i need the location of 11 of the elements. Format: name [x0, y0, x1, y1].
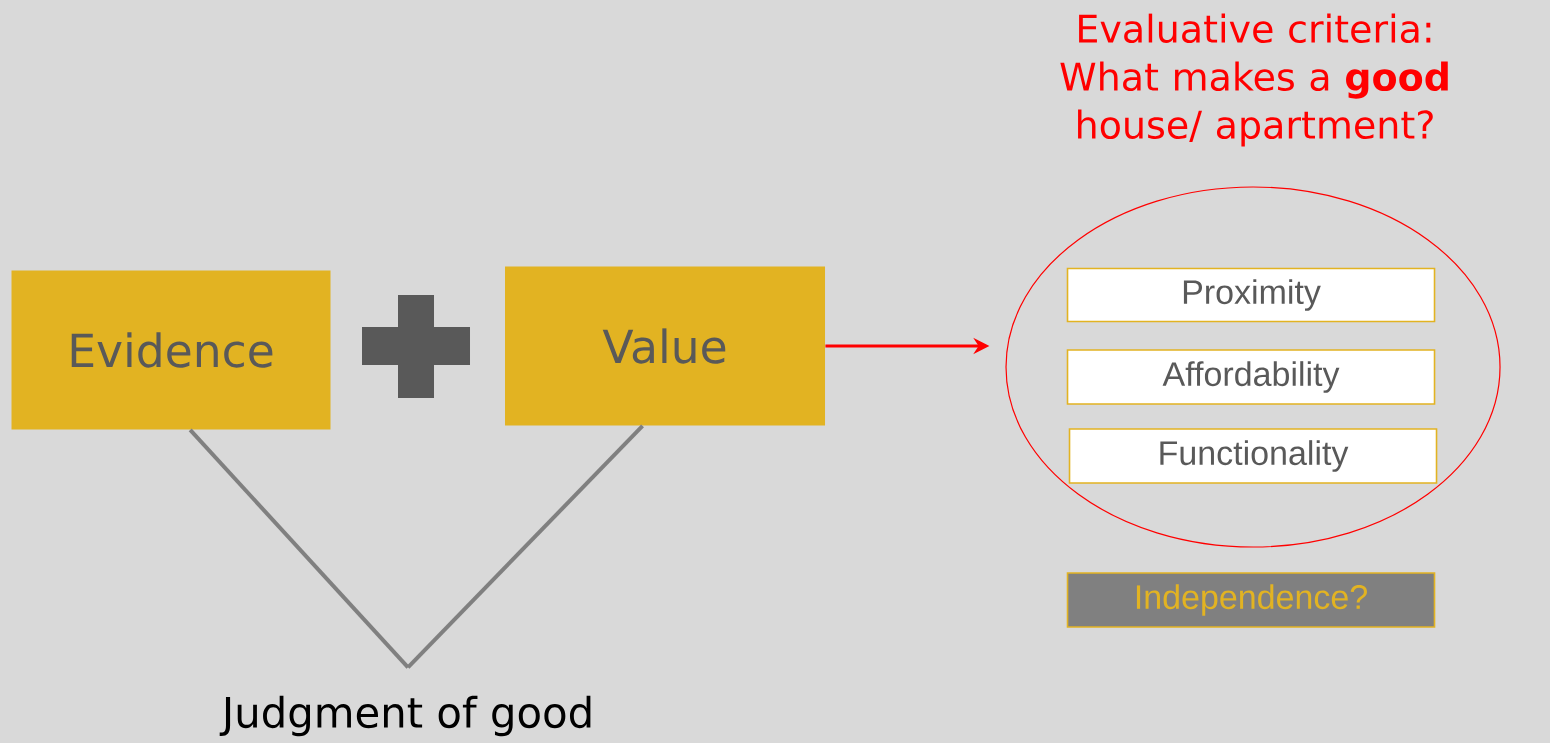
heading-text: Evaluative criteria: What makes a good house/ apartment? [1060, 13, 1448, 147]
criterion-box: Proximity [1066, 267, 1436, 323]
process-box: Evidence [11, 270, 331, 430]
criterion-box: Functionality [1068, 428, 1438, 484]
connector-line [188, 428, 410, 669]
criterion-box: Affordability [1066, 349, 1436, 405]
plus-symbol [362, 295, 470, 398]
connector-line [406, 424, 644, 669]
result-text: Judgment of good [219, 695, 591, 737]
process-box: Value [505, 266, 825, 426]
question-box: Independence? [1066, 572, 1436, 628]
